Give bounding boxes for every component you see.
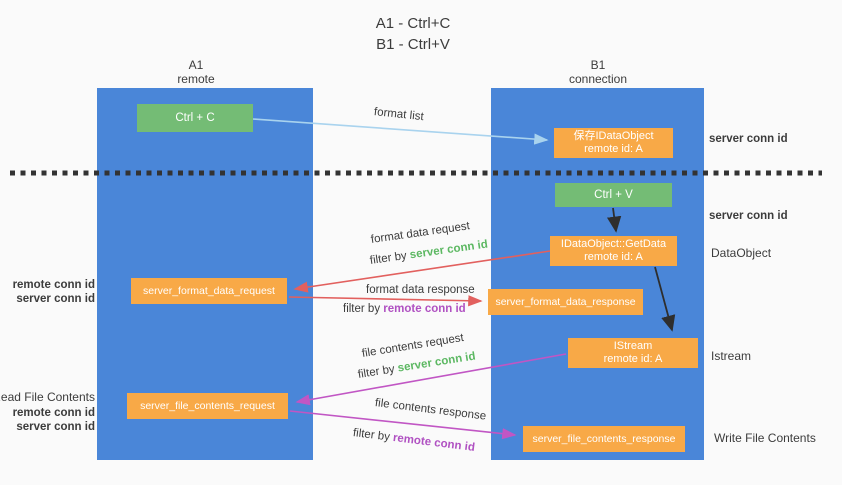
istream-line2: remote id: A [603,353,663,365]
format-data-response-arrow [288,295,483,307]
getdata-line1: IDataObject::GetData [560,238,667,250]
lane-a-name: remote [177,72,215,86]
dataobject-annotation: DataObject [711,246,772,260]
filter-by-text: filter by [369,249,408,267]
node-ctrl-c: Ctrl + C [137,104,253,132]
node-save-dataobject: 保存IDataObject remote id: A [554,128,673,158]
node-format-response: server_format_data_response [488,289,643,315]
node-file-request: server_file_contents_request [127,393,288,419]
remote-conn-id-text: remote conn id [383,303,466,315]
server-conn-id-text: server conn id [409,238,489,262]
istream-line1: IStream [613,340,653,352]
istream-annotation: Istream [711,349,752,363]
diagram-title: A1 - Ctrl+C B1 - Ctrl+V [330,13,496,55]
lane-a-header: A1 remote [141,58,251,86]
title-line-2: B1 - Ctrl+V [376,36,450,53]
save-dataobject-line2: remote id: A [584,143,643,155]
node-istream: IStream remote id: A [568,338,698,368]
remote-conn-id-text: remote conn id [392,431,476,454]
server-conn-id-annotation-file: server conn id [16,421,95,433]
filter-by-text: filter by [352,427,391,444]
title-line-1: A1 - Ctrl+C [375,15,451,32]
save-dataobject-line1: 保存IDataObject [573,130,654,142]
lane-b-id: B1 [590,58,606,72]
filter-by-text: filter by [357,363,396,381]
file-request-label: server_file_contents_request [140,400,275,412]
getdata-line2: remote id: A [584,251,643,263]
remote-conn-id-annotation-file: remote conn id [12,407,95,419]
server-conn-id-annotation-format: server conn id [16,293,95,305]
format-list-label: format list [373,106,425,124]
lane-b-name: connection [568,72,628,86]
file-contents-response-label: file contents response [374,397,487,423]
file-response-label: server_file_contents_response [532,433,676,445]
ctrl-v-label: Ctrl + V [594,189,633,201]
format-data-response-label: format data response [366,284,475,296]
format-response-label: server_format_data_response [495,296,636,308]
server-conn-id-annotation-top: server conn id [709,133,788,145]
node-file-response: server_file_contents_response [523,426,685,452]
node-format-request: server_format_data_request [131,278,287,304]
format-request-label: server_format_data_request [143,285,275,297]
node-ctrl-v: Ctrl + V [555,183,672,207]
write-file-contents-annotation: Write File Contents [714,431,816,445]
node-getdata: IDataObject::GetData remote id: A [550,236,677,266]
ctrl-c-label: Ctrl + C [175,112,215,124]
lane-b-header: B1 connection [543,58,653,86]
remote-conn-id-annotation-format: remote conn id [12,279,95,291]
server-conn-id-text: server conn id [396,350,477,375]
filter-file-response-label: filter by remote conn id [352,427,475,454]
filter-format-response-label: filter by remote conn id [343,303,466,315]
filter-by-text: filter by [343,303,381,315]
server-conn-id-annotation-mid: server conn id [709,210,788,222]
lane-a-id: A1 [188,58,204,72]
read-file-contents-annotation: Read File Contents [0,390,95,404]
